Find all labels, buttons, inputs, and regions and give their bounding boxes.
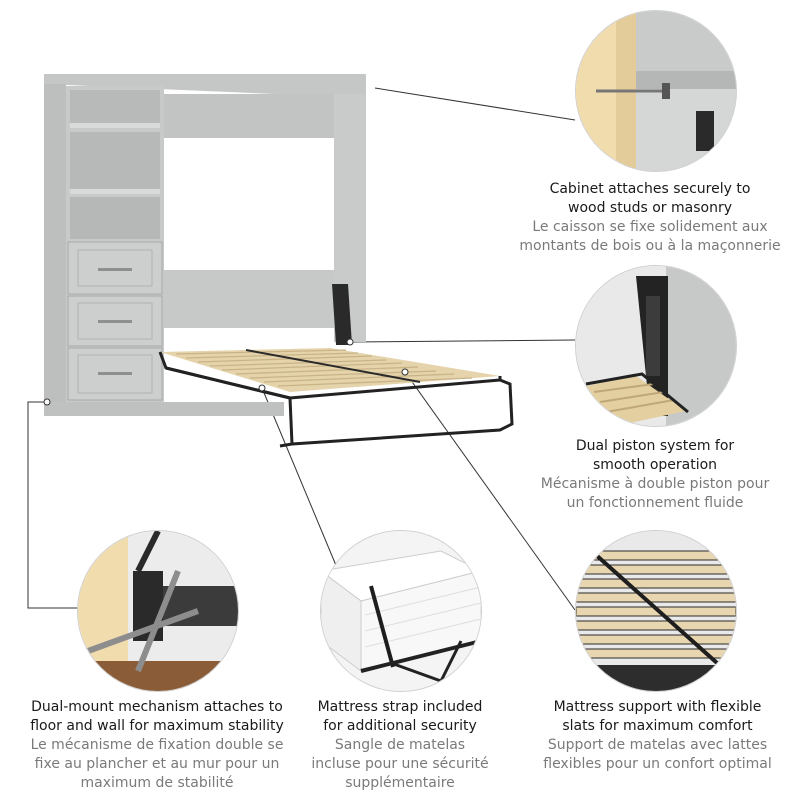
mount-caption-fr: Le mécanisme de fixation double se fixe …: [30, 737, 284, 791]
dual-mount-caption: Dual-mount mechanism attaches to floor a…: [2, 698, 312, 793]
callout-lines: [27, 87, 576, 611]
piston-detail: [575, 265, 737, 427]
piston-caption-fr: Mécanisme à double piston pour un foncti…: [540, 476, 770, 511]
piston-caption-en: Dual piston system for smooth operation: [575, 438, 735, 473]
cabinet-caption-fr: Le caisson se fixe solidement aux montan…: [519, 219, 781, 254]
mount-caption-en: Dual-mount mechanism attaches to floor a…: [30, 699, 284, 734]
bed-frame: [43, 284, 514, 448]
cabinet: [44, 74, 366, 416]
strap-caption-fr: Sangle de matelas incluse pour une sécur…: [311, 737, 489, 791]
mattress-strap-detail: [320, 530, 482, 692]
dual-mount-detail: [77, 530, 239, 692]
cabinet-caption-en: Cabinet attaches securely to wood studs …: [549, 181, 751, 216]
slats-caption-fr: Support de matelas avec lattes flexibles…: [543, 737, 772, 772]
cabinet-attachment-caption: Cabinet attaches securely to wood studs …: [500, 180, 800, 256]
cabinet-attachment-detail: [575, 10, 737, 172]
piston-caption: Dual piston system for smooth operation …: [510, 437, 800, 513]
flexible-slats-caption: Mattress support with flexible slats for…: [515, 698, 800, 774]
mattress-strap-caption: Mattress strap included for additional s…: [265, 698, 535, 793]
slats-caption-en: Mattress support with flexible slats for…: [553, 699, 762, 734]
strap-caption-en: Mattress strap included for additional s…: [317, 699, 483, 734]
flexible-slats-detail: [575, 530, 737, 692]
